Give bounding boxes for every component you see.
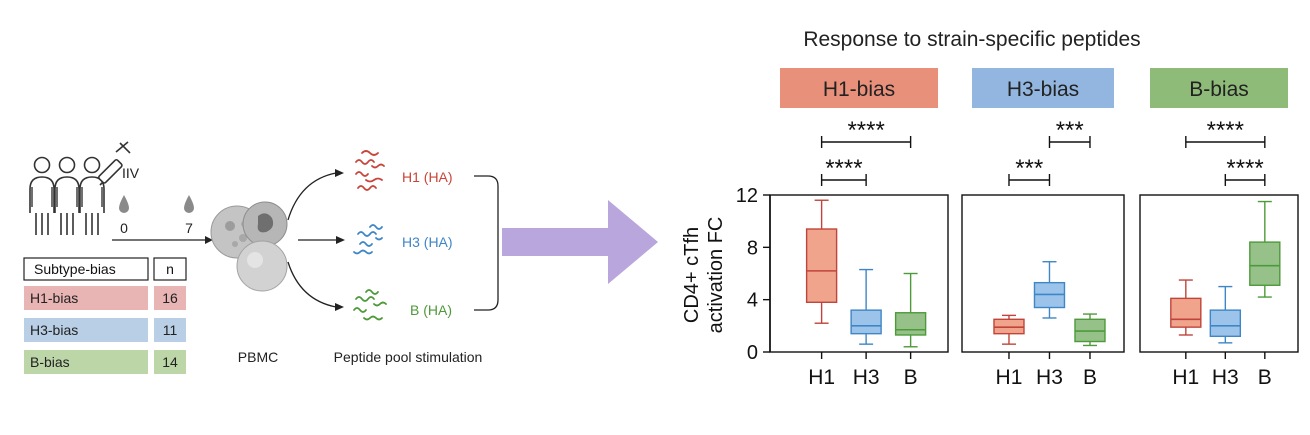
box-h1 [1170,279,1202,336]
table-row-group-cell [24,350,148,374]
pbmc-cells-icon [210,201,288,292]
x-tick-label: H1 [808,366,835,389]
blood-drop-icon [119,195,129,213]
y-axis-label-line2: activation FC [705,217,727,334]
box-h1 [805,199,838,324]
y-tick-label: 12 [736,185,758,207]
peptide-h1-label: H1 (HA) [402,169,453,185]
day-start-label: 0 [120,220,128,236]
peptide-h3-label: H3 (HA) [402,234,453,250]
pbmc-label: PBMC [238,349,278,365]
significance-label: **** [1226,155,1263,182]
significance-bracket: *** [1048,117,1091,148]
box-b [1249,200,1281,298]
panel-header-label: H3-bias [1007,78,1079,101]
table-row-group: H3-bias [30,322,78,338]
syringe-icon [98,141,131,186]
significance-label: **** [847,117,884,144]
panel-header [780,68,938,108]
box-h1 [993,314,1025,345]
box-b [1074,313,1106,347]
panel-header [1150,68,1288,108]
person-icon [79,156,105,236]
stimulation-label: Peptide pool stimulation [334,349,483,365]
significance-bracket: **** [820,155,867,186]
significance-label: **** [825,155,862,182]
table-row-group-cell [24,286,148,310]
pool-bracket [474,175,499,311]
day-end-label: 7 [185,220,193,236]
table-header-group: Subtype-bias [34,261,116,277]
x-tick-label: B [904,366,918,389]
significance-label: **** [1207,117,1244,144]
box-iqr [805,228,838,303]
peptide-h1-icon [355,150,385,191]
y-axis-label-line1: CD4+ cTfh [681,227,703,323]
table-row-n-cell [154,350,186,374]
person-icon [29,156,55,236]
box-iqr [1249,241,1281,286]
cohort-icon [29,156,105,236]
x-tick-label: H3 [1212,366,1239,389]
panel-header-label: H1-bias [823,78,895,101]
vaccine-label: IIV [122,165,140,181]
significance-bracket: **** [1185,117,1266,148]
process-arrow [502,200,658,284]
table-row-n: 11 [163,322,178,338]
box-h3 [850,268,882,345]
box-iqr [850,309,882,335]
table-row-n-cell [154,318,186,342]
chart-title: Response to strain-specific peptides [803,28,1140,51]
x-tick-label: H1 [996,366,1023,389]
branch-arrow-b [287,261,337,308]
table-header-group-cell [23,257,149,281]
significance-bracket: **** [1224,155,1266,186]
panel-frame [1139,194,1299,353]
panel-header-label: B-bias [1189,78,1249,101]
peptide-h3-icon [353,224,383,255]
panel-header [972,68,1114,108]
table-row-group: H1-bias [30,290,78,306]
table-row-n: 14 [162,354,178,370]
panel-frame [769,194,949,353]
table-row-n-cell [154,286,186,310]
significance-bracket: *** [1008,155,1051,186]
box-b [894,272,927,348]
table-row-n: 16 [162,290,178,306]
x-tick-label: H1 [1172,366,1199,389]
table-header-n: n [166,261,174,277]
peptide-b-icon [353,289,387,321]
y-tick-label: 0 [747,342,758,364]
x-tick-label: H3 [853,366,880,389]
box-iqr [1209,309,1242,337]
table-row-group: B-bias [30,354,70,370]
table-row-group-cell [24,318,148,342]
box-h3 [1033,261,1066,319]
y-tick-label: 8 [747,237,758,259]
x-tick-label: H3 [1036,366,1063,389]
significance-label: *** [1015,155,1043,182]
box-h3 [1209,285,1242,344]
y-tick-label: 4 [747,290,758,312]
significance-label: *** [1056,117,1084,144]
panel-frame [961,194,1125,353]
box-iqr [1170,297,1202,328]
peptide-b-label: B (HA) [410,302,452,318]
blood-drop-icon [184,195,194,213]
box-iqr [894,312,927,336]
x-tick-label: B [1258,366,1272,389]
significance-bracket: **** [820,117,912,148]
branch-arrow-h1 [287,172,337,221]
table-header-n-cell [153,257,187,281]
person-icon [54,156,80,236]
x-tick-label: B [1083,366,1097,389]
